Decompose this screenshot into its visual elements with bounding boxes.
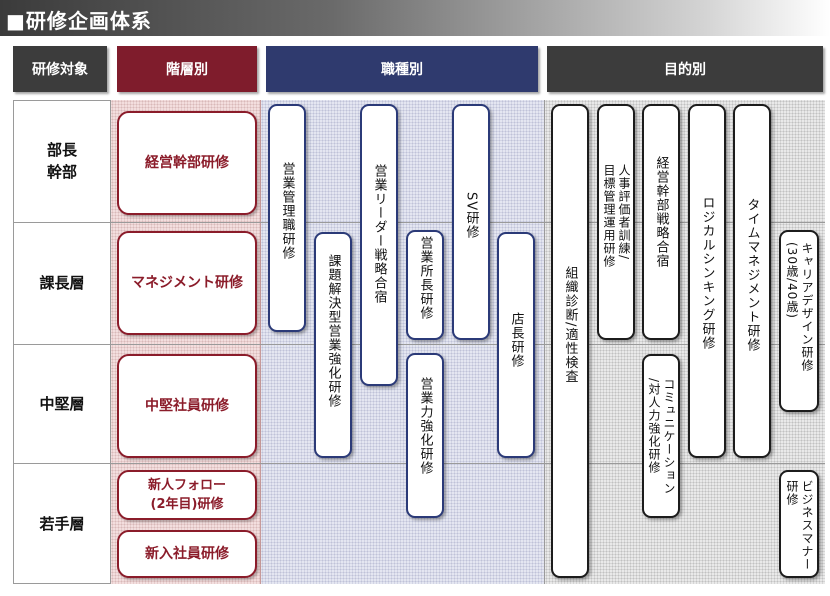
program-exec-strategy-camp[interactable]: 経営幹部戦略合宿 [642, 104, 680, 340]
program-store-manager[interactable]: 店長研修 [497, 232, 535, 458]
purpose-column-bg [544, 100, 825, 584]
row-label-chuken: 中堅層 [39, 394, 85, 413]
program-label: 営業所長研修 [417, 236, 433, 320]
program-sales-leader-camp[interactable]: 営業リーダー戦略合宿 [360, 104, 398, 386]
job-column-bg [261, 100, 544, 584]
program-label: ビジネスマナー 研修 [785, 480, 814, 571]
program-label: 営業リーダー戦略合宿 [371, 164, 387, 304]
row-label-bucho: 部長 幹部 [46, 141, 77, 181]
program-logical-thinking[interactable]: ロジカルシンキング研修 [688, 104, 726, 458]
program-label: 課題解決型営業強化研修 [325, 254, 341, 408]
header-level: 階層別 [117, 46, 257, 92]
program-sv[interactable]: SV研修 [452, 104, 490, 340]
program-new-hire[interactable]: 新入社員研修 [117, 530, 257, 578]
program-management[interactable]: マネジメント研修 [117, 231, 257, 335]
program-career-design[interactable]: キャリアデザイン研修 (30歳/40歳) [779, 230, 819, 412]
program-label: 営業力強化研修 [417, 377, 433, 475]
program-label: コミュニケーション /対人力強化研修 [647, 378, 676, 495]
program-solution-sales[interactable]: 課題解決型営業強化研修 [314, 232, 352, 458]
program-mid-level[interactable]: 中堅社員研修 [117, 354, 257, 458]
program-label: 人事評価者訓練/ 目標管理運用研修 [602, 164, 631, 268]
program-business-manners[interactable]: ビジネスマナー 研修 [779, 470, 819, 578]
program-label: タイムマネジメント研修 [744, 198, 760, 352]
program-label: 組織診断/適性検査 [562, 266, 578, 384]
program-label: SV研修 [463, 192, 479, 240]
program-label: 経営幹部戦略合宿 [653, 156, 669, 268]
col-divider [110, 100, 111, 584]
program-sales-power[interactable]: 営業力強化研修 [406, 353, 444, 518]
row-label-kacho: 課長層 [39, 274, 85, 292]
header-purpose: 目的別 [547, 46, 823, 92]
program-label: キャリアデザイン研修 (30歳/40歳) [785, 242, 814, 372]
program-branch-manager[interactable]: 営業所長研修 [406, 230, 444, 340]
title-bar [0, 0, 830, 36]
header-job: 職種別 [266, 46, 538, 92]
program-label: 営業管理職研修 [279, 162, 295, 260]
row-divider [13, 344, 825, 345]
program-communication[interactable]: コミュニケーション /対人力強化研修 [642, 354, 680, 518]
program-org-diagnosis[interactable]: 組織診断/適性検査 [551, 104, 589, 578]
page-title: ■研修企画体系 [6, 9, 152, 33]
row-label-wakate: 若手層 [39, 514, 85, 533]
program-label: ロジカルシンキング研修 [699, 196, 715, 350]
program-evaluator-training[interactable]: 人事評価者訓練/ 目標管理運用研修 [597, 104, 635, 340]
row-divider [13, 222, 825, 223]
program-new-hire-followup[interactable]: 新人フォロー (2年目)研修 [117, 470, 257, 520]
program-label: 店長研修 [508, 312, 524, 368]
program-time-management[interactable]: タイムマネジメント研修 [733, 104, 771, 458]
program-executive[interactable]: 経営幹部研修 [117, 111, 257, 215]
header-target: 研修対象 [13, 46, 107, 92]
program-sales-manager[interactable]: 営業管理職研修 [268, 104, 306, 332]
